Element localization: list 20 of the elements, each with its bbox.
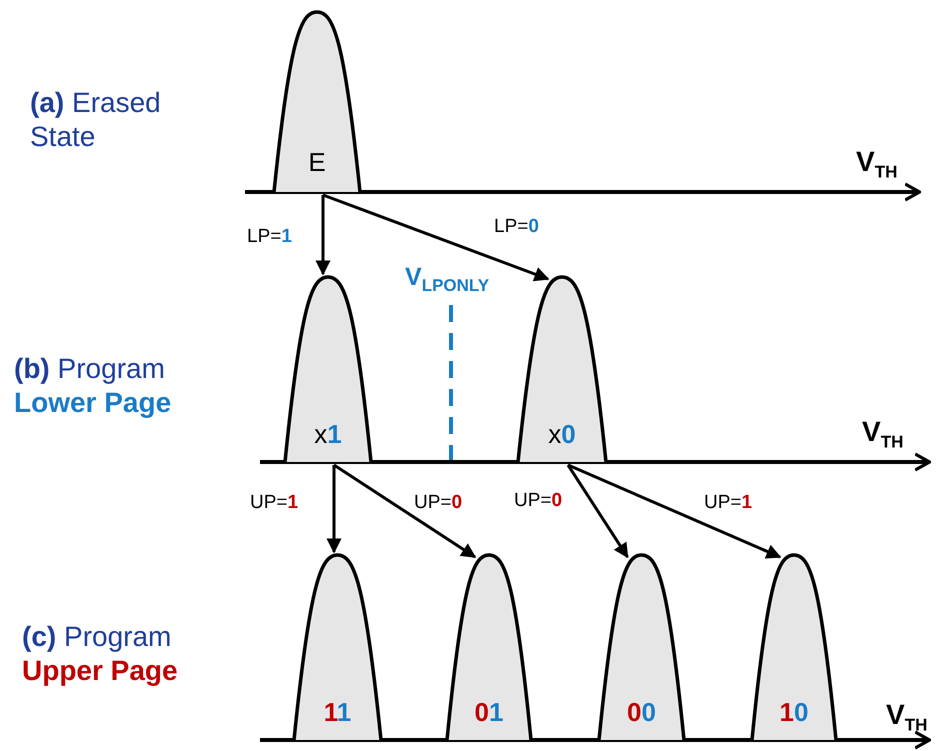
state-label: x1 (314, 419, 342, 449)
arrow (326, 465, 342, 554)
arrow (567, 464, 782, 558)
state-label: 10 (780, 697, 808, 727)
state-label: E (308, 147, 326, 177)
panel-label: (b) Program Lower Page (14, 352, 172, 420)
panel-label: (c) Program Upper Page (22, 620, 179, 688)
axis-label: V$_{TH}$ (886, 700, 928, 737)
state-label: 11 (324, 697, 352, 727)
threshold-label: V$_{LPONLY}$ (405, 262, 490, 297)
arrow (316, 195, 330, 276)
state-label: 00 (627, 697, 656, 727)
arrow (322, 194, 550, 282)
state-label: x0 (548, 419, 576, 449)
panel-label: (a) Erased State (30, 86, 162, 154)
axis-label: V$_{TH}$ (862, 417, 904, 454)
arrow (333, 464, 476, 558)
arrow (566, 464, 629, 558)
axis-label: V$_{TH}$ (856, 147, 898, 184)
state-label: 01 (474, 697, 504, 727)
